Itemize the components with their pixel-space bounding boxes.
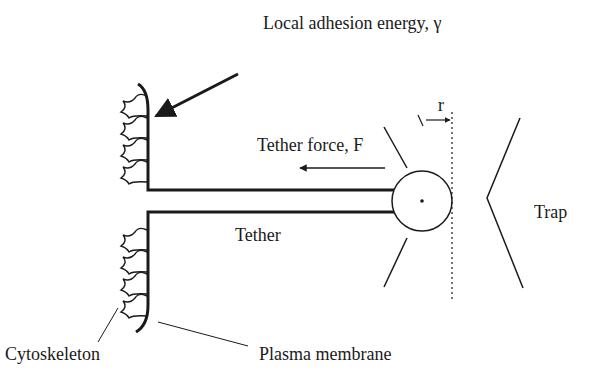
cytoskeleton-label: Cytoskeleton [4, 345, 101, 365]
force-label: Tether force, F [256, 136, 364, 156]
cytoskeleton [121, 94, 147, 318]
cytoskeleton-fiber [121, 116, 147, 140]
cytoskeleton-fiber [121, 160, 147, 184]
cytoskeleton-fiber [121, 272, 147, 296]
cytoskeleton-fiber [121, 250, 147, 274]
bead [392, 171, 452, 231]
bead-center [420, 199, 424, 203]
displacement-marker [418, 115, 450, 126]
cytoskeleton-fiber [121, 294, 147, 318]
trap-axis [451, 112, 452, 300]
plasma-membrane [138, 84, 395, 190]
pointer-arrow [156, 74, 238, 116]
cytoskeleton-fiber [121, 138, 147, 162]
trap-label: Trap [533, 203, 568, 223]
membrane-label: Plasma membrane [258, 345, 392, 365]
plasma-membrane [136, 212, 395, 332]
cytoskeleton-fiber [121, 228, 147, 252]
force-arrow [300, 167, 385, 169]
trap-beam [384, 118, 523, 288]
leader-line [158, 322, 248, 346]
adhesion-label: Local adhesion energy, γ [262, 14, 442, 34]
tether-label: Tether [234, 226, 282, 246]
cytoskeleton-fiber [121, 94, 147, 118]
leader-line [98, 308, 118, 342]
displacement-label: r [437, 96, 445, 116]
